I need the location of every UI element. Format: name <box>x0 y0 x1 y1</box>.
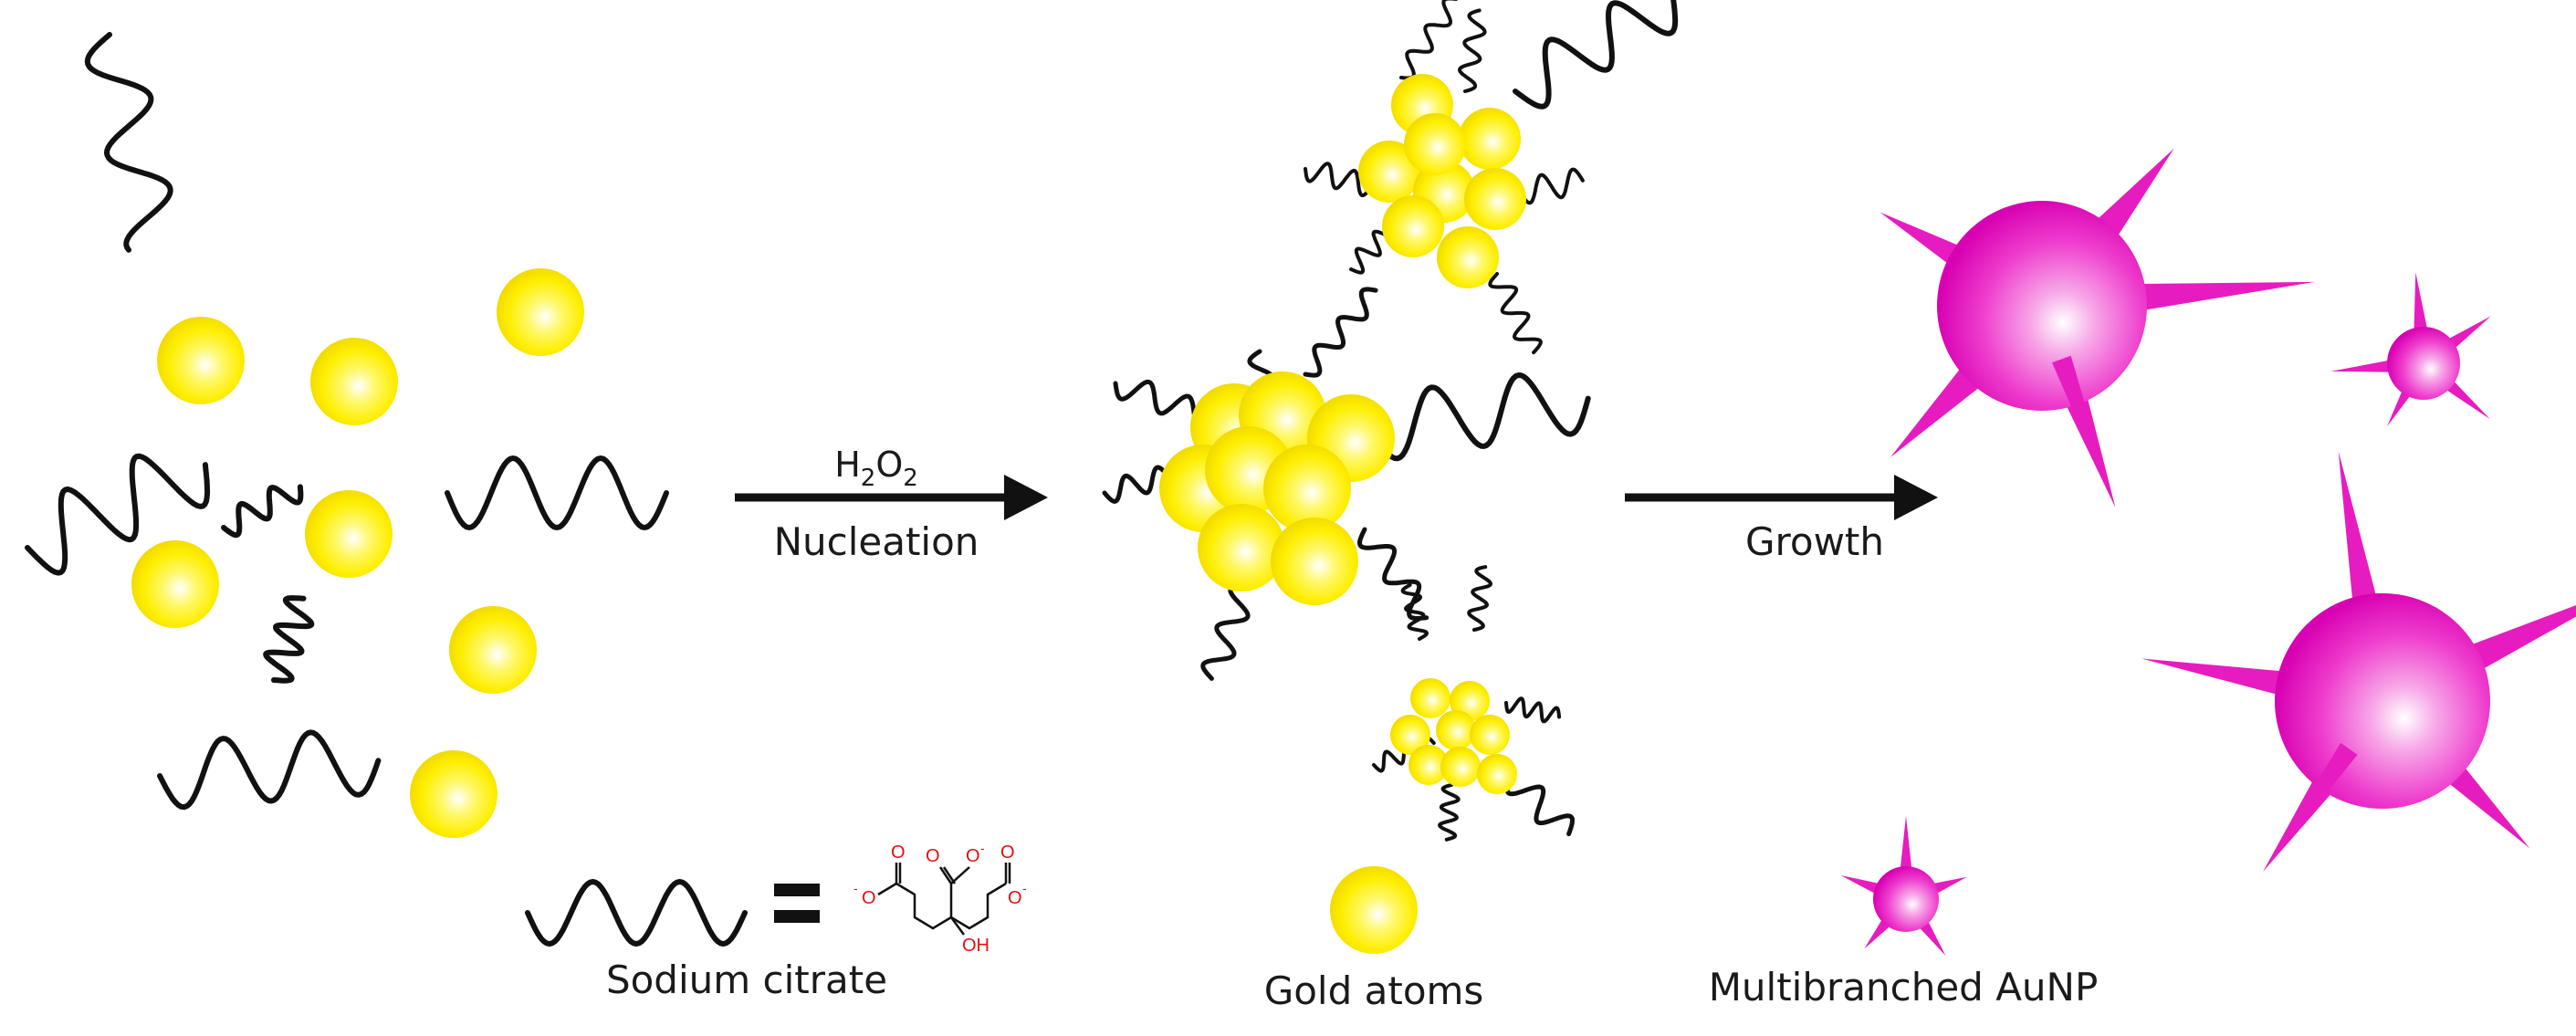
gold-atom <box>310 338 398 425</box>
aunp-spike <box>1900 816 1912 875</box>
legend-gold-label: Gold atoms <box>1264 968 1484 1013</box>
svg-text:O: O <box>891 842 906 863</box>
equals-sign <box>774 884 820 923</box>
aunp-particle <box>1840 816 1967 957</box>
aunp-spike <box>2051 355 2116 508</box>
aunp-core <box>2387 327 2460 400</box>
gold-atom <box>1440 747 1481 787</box>
aunp-spike <box>2055 373 2116 508</box>
gold-atom <box>449 606 537 694</box>
citrate-strand <box>1399 0 1458 80</box>
citrate-strand <box>1513 0 1679 110</box>
multibranched-aunp-group <box>1880 148 2576 872</box>
gold-cluster <box>1304 0 1679 355</box>
aunp-particle <box>2330 272 2491 427</box>
svg-text:OH: OH <box>962 936 990 956</box>
citrate-strand <box>445 455 669 530</box>
citrate-strand <box>1458 8 1487 93</box>
citrate-strand <box>1488 272 1543 355</box>
aunp-particle <box>1880 148 2315 508</box>
aunp-core <box>2275 593 2490 809</box>
gold-atom <box>1464 168 1526 230</box>
gold-atom <box>1271 518 1358 605</box>
citrate-strand <box>1504 773 1575 837</box>
svg-text:O: O <box>1008 888 1022 908</box>
nucleated-clusters-group <box>1102 0 1679 842</box>
svg-text:O: O <box>862 888 876 908</box>
legend-aunp: Multibranched AuNP <box>1709 816 2099 1010</box>
aunp-spike <box>2414 272 2429 338</box>
svg-text:O: O <box>926 846 940 866</box>
svg-text:-: - <box>1022 881 1027 895</box>
legend-citrate: O O - O O - O O - OH Sodium citrate <box>525 841 1027 1002</box>
aunp-icon <box>1840 816 1967 957</box>
gold-atom <box>1263 445 1351 532</box>
gold-atom <box>1358 141 1420 203</box>
svg-text:-: - <box>853 881 858 895</box>
aunp-core <box>1937 201 2147 411</box>
citrate-strand <box>1518 167 1585 205</box>
gold-atom <box>1437 226 1499 288</box>
aunp-spike <box>2263 742 2358 872</box>
gold-atom <box>497 268 584 356</box>
citrate-wiggle-icon <box>525 878 748 947</box>
gold-atom <box>131 540 219 628</box>
gold-atom <box>1470 715 1510 755</box>
gold-atom <box>1459 108 1521 170</box>
citrate-strand <box>1467 565 1492 632</box>
gold-atom <box>305 490 393 578</box>
aunp-spike <box>2338 451 2382 625</box>
citrate-atom-labels: O O - O O - O O - OH <box>853 841 1027 956</box>
gold-atom <box>1390 715 1430 755</box>
citrate-strand <box>157 729 382 811</box>
gold-atom <box>410 750 497 838</box>
legend-gold: Gold atoms <box>1264 866 1484 1013</box>
svg-text:-: - <box>980 841 985 855</box>
aunp-spike <box>2117 281 2315 315</box>
free-gold-atoms-group <box>131 268 584 838</box>
citrate-strand <box>1303 287 1378 378</box>
gold-atom <box>1436 710 1476 750</box>
citrate-strand <box>1357 527 1429 621</box>
aunp-spike <box>2141 658 2307 701</box>
gold-atom <box>1410 678 1450 718</box>
citrate-strand <box>1368 372 1591 462</box>
citrate-strand <box>1400 582 1429 641</box>
legend-citrate-label: Sodium citrate <box>606 958 887 1002</box>
gold-cluster <box>1102 287 1591 681</box>
citrate-strand <box>263 595 315 684</box>
growth-label: Growth <box>1745 519 1884 564</box>
gold-atom-icon <box>1330 866 1418 954</box>
citrate-strand <box>1438 783 1461 842</box>
gold-atom <box>1404 113 1466 175</box>
svg-text:O: O <box>966 846 980 866</box>
aunp-spike <box>2439 375 2490 420</box>
gold-atom <box>1382 195 1444 257</box>
growth-arrow <box>1625 475 1938 520</box>
gold-atom <box>1408 745 1449 785</box>
free-citrate-group <box>25 32 669 811</box>
gold-cluster <box>1372 565 1575 842</box>
citrate-structure <box>877 863 1011 936</box>
reagent-label: H2O2 <box>834 445 918 492</box>
citrate-strand <box>221 484 304 539</box>
gold-atom <box>1477 754 1517 794</box>
legend-aunp-label: Multibranched AuNP <box>1709 965 2099 1010</box>
aunp-spike <box>2330 359 2398 372</box>
citrate-strand <box>1200 581 1251 681</box>
gold-atom <box>157 317 245 404</box>
citrate-strand <box>84 32 173 253</box>
aunp-particle <box>2141 451 2576 872</box>
nucleation-arrow <box>735 475 1048 520</box>
aunp-core <box>1873 866 1939 932</box>
svg-text:O: O <box>1000 842 1015 863</box>
citrate-strand <box>1504 696 1561 724</box>
citrate-strand <box>25 453 211 576</box>
gold-atom <box>1198 504 1285 591</box>
nucleation-label: Nucleation <box>774 519 979 564</box>
